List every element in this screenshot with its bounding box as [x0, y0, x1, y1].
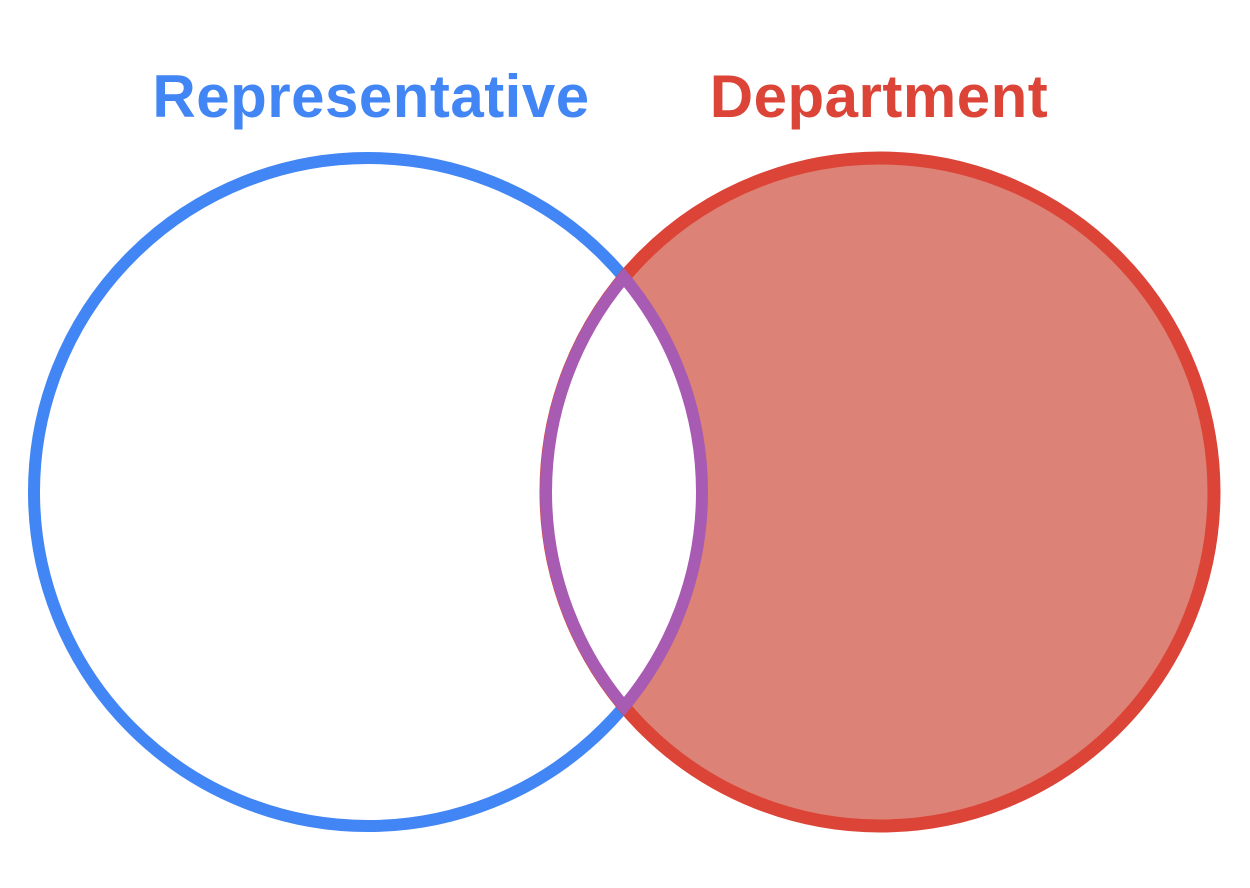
intersection-lens [540, 268, 708, 716]
right-set-label: Department [710, 63, 1048, 130]
left-set-label: Representative [152, 63, 589, 130]
